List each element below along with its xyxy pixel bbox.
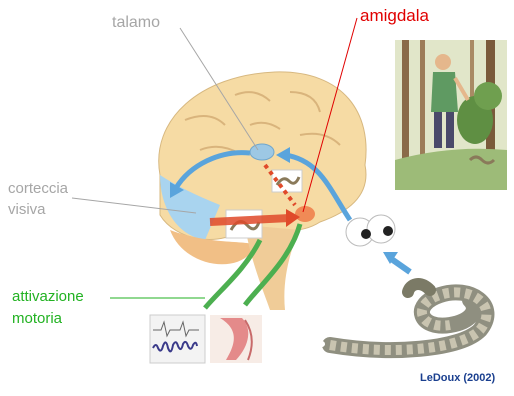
- label-motoria-line2: motoria: [12, 308, 84, 330]
- label-attivazione-motoria: attivazione motoria: [12, 286, 84, 330]
- snake-to-eye-arrow: [390, 258, 410, 272]
- eyes: [346, 215, 395, 246]
- label-talamo: talamo: [112, 14, 160, 32]
- label-amigdala: amigdala: [360, 6, 429, 26]
- label-corteccia-visiva: corteccia visiva: [8, 178, 68, 220]
- label-corteccia-line2: visiva: [8, 199, 68, 220]
- brain: [159, 72, 366, 310]
- heart-rate-graph: [150, 315, 205, 363]
- credit-text: LeDoux (2002): [420, 372, 495, 384]
- label-corteccia-line1: corteccia: [8, 178, 68, 199]
- cortex-amygdala-red-arrow: [210, 218, 290, 222]
- muscle-leg: [210, 315, 262, 363]
- label-motoria-line1: attivazione: [12, 286, 84, 308]
- rattlesnake: [312, 284, 486, 350]
- hiker-forest-scene: [395, 40, 507, 190]
